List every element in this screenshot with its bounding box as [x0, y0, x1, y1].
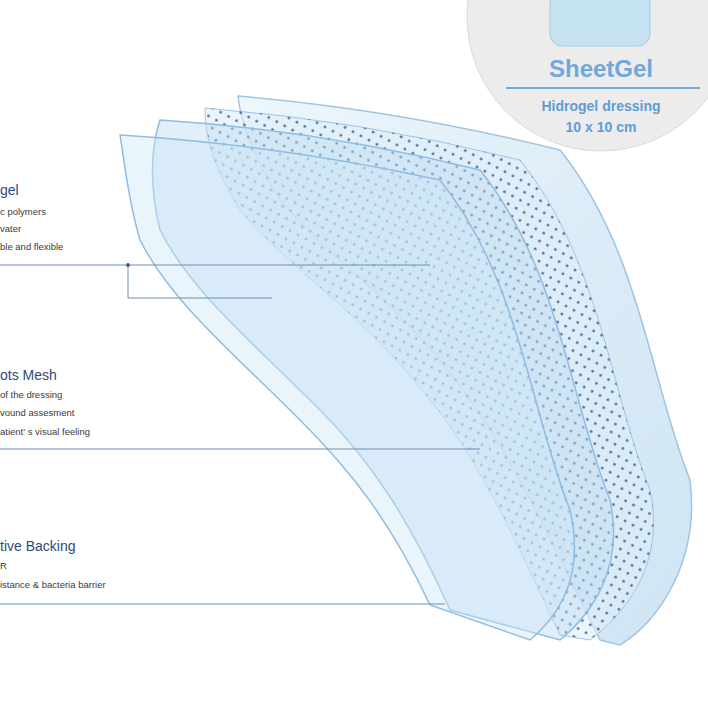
layer-note: c polymers — [0, 206, 46, 217]
dressing-thumbnail — [550, 0, 650, 46]
layer-note: istance & bacteria barrier — [0, 579, 106, 590]
product-name: SheetGel — [491, 55, 708, 83]
product-description: Hidrogel dressing 10 x 10 cm — [534, 96, 669, 138]
gel-layer-front — [120, 135, 574, 640]
layer-note: ble and flexible — [0, 241, 63, 252]
badge-circle — [467, 0, 708, 151]
layer-note: atient' s visual feeling — [0, 426, 90, 437]
divider-line — [506, 87, 700, 89]
layer-note: vater — [0, 223, 21, 234]
layer-heading: tive Backing — [0, 538, 75, 554]
layer-heading: gel — [0, 182, 19, 198]
product-badge-circle: SheetGelHidrogel dressing 10 x 10 cm — [466, 0, 708, 152]
leader-lines — [0, 265, 480, 604]
layer-note: of the dressing — [0, 389, 62, 400]
layer-note: vound assesment — [0, 407, 74, 418]
layer-heading: ots Mesh — [0, 367, 57, 383]
leader-dot — [126, 263, 130, 267]
layer-note: R — [0, 560, 7, 571]
